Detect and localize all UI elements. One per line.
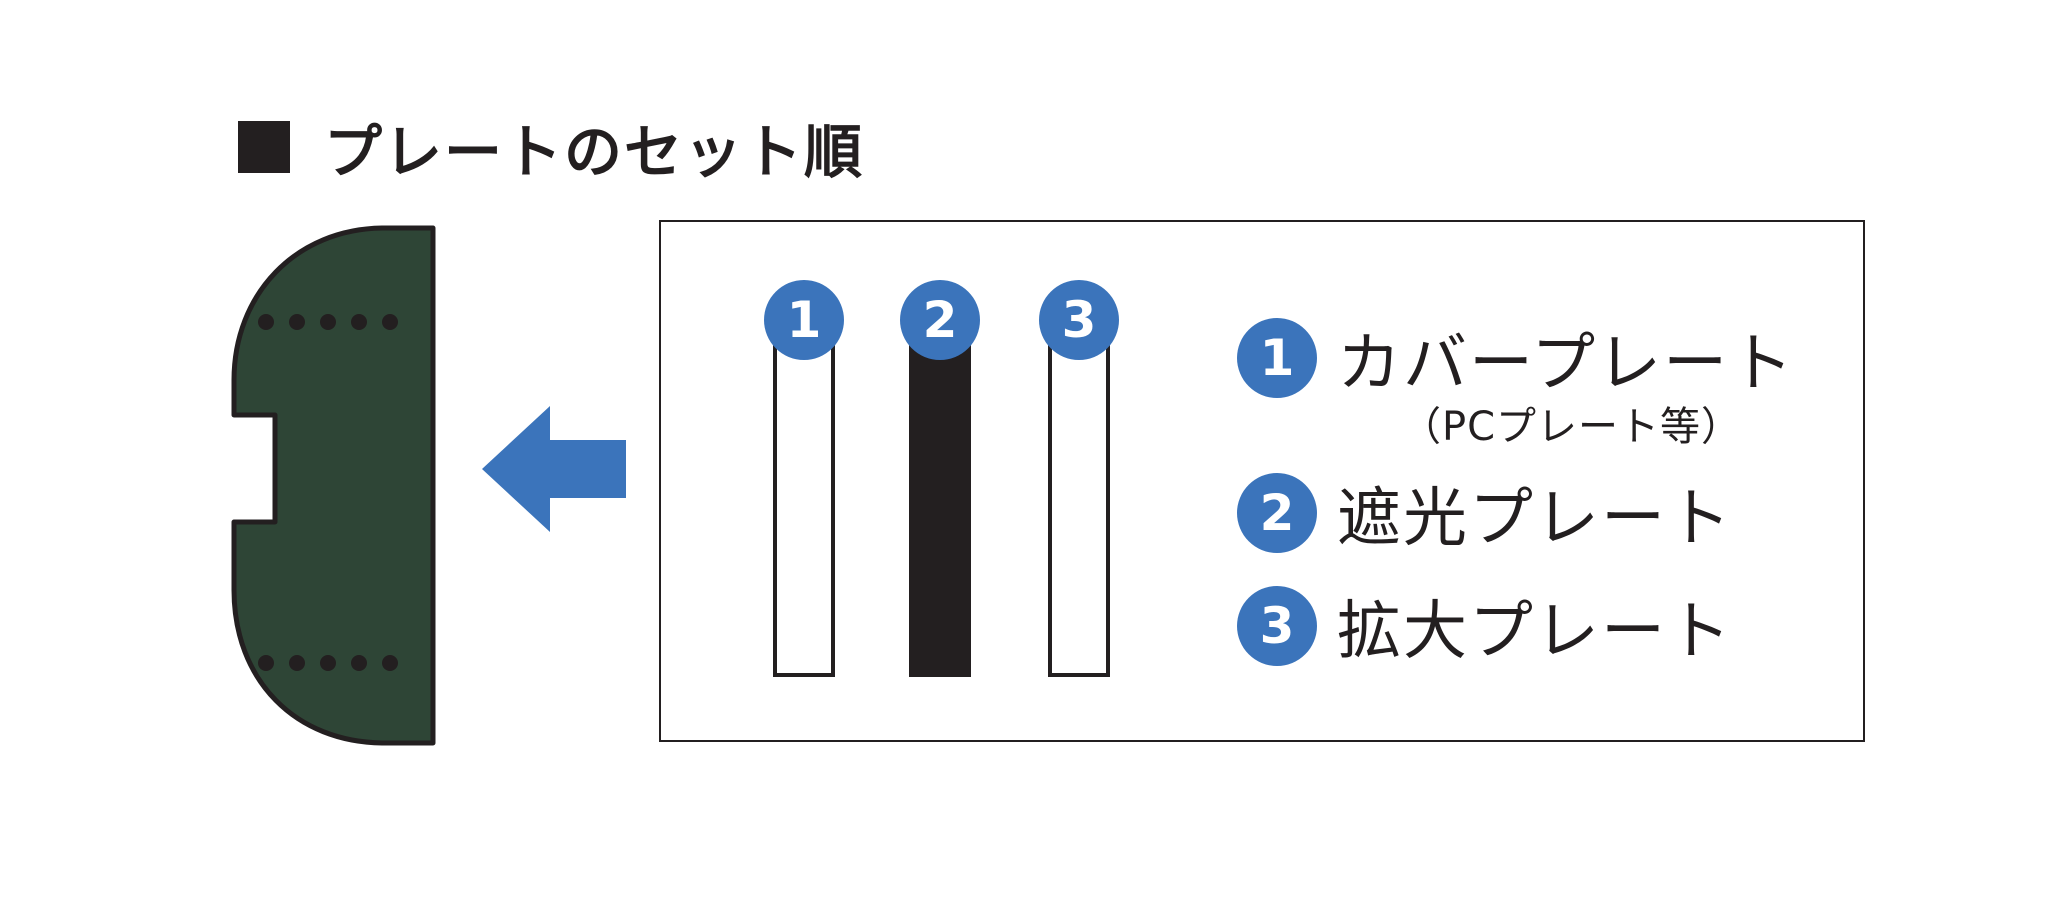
legend-item-2: 2 遮光プレート [1237,467,1733,559]
legend-label-1: カバープレート [1337,327,1796,401]
plate-order-panel: 1 2 3 1 カバープレート （PCプレート等） 2 遮光プレート 3 拡大プ… [659,220,1865,742]
legend-badge-3: 3 [1237,586,1317,666]
plate-badge-2: 2 [900,280,980,360]
dot [382,314,398,330]
legend-label-2: 遮光プレート [1337,482,1733,556]
legend-badge-1: 1 [1237,318,1317,398]
dot [258,314,274,330]
plate-3 [1048,335,1110,677]
legend-item-1: 1 カバープレート [1237,312,1795,404]
plate-holder-body [231,225,436,746]
dot [289,314,305,330]
bottom-dot-row [258,655,398,671]
top-dot-row [258,314,398,330]
legend-label-3: 拡大プレート [1337,595,1733,669]
dot [320,655,336,671]
legend-badge-2: 2 [1237,473,1317,553]
plate-1 [773,335,835,677]
plate-holder-shape [231,225,436,746]
plate-badge-1: 1 [764,280,844,360]
dot [351,655,367,671]
black-square-icon [238,121,290,173]
plate-2 [909,335,971,677]
left-arrow-shape [482,406,626,532]
dot [382,655,398,671]
plate-badge-3: 3 [1039,280,1119,360]
dot [289,655,305,671]
dot [351,314,367,330]
legend-sub-1: （PCプレート等） [1401,404,1743,450]
page-title-text: プレートのセット順 [324,118,865,186]
page-title: プレートのセット順 [238,112,864,186]
left-arrow-icon [482,406,626,532]
dot [258,655,274,671]
dot [320,314,336,330]
legend-item-3: 3 拡大プレート [1237,580,1733,672]
